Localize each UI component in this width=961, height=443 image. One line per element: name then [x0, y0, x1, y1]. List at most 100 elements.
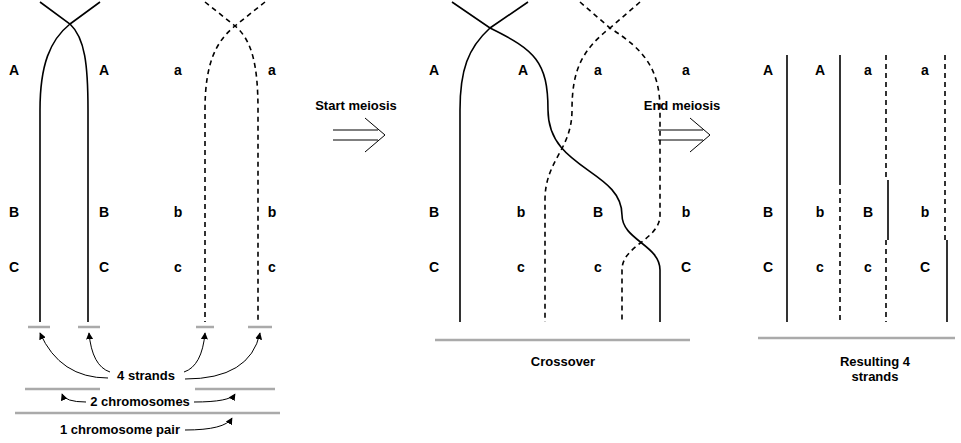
- allele-label: c: [816, 259, 824, 275]
- label-holder: c: [816, 259, 824, 275]
- label-holder: Start meiosis: [315, 99, 397, 114]
- allele-label: b: [921, 204, 930, 220]
- allele-label: B: [429, 204, 439, 220]
- label-holder: A: [99, 62, 109, 78]
- label-holder: b: [517, 204, 526, 220]
- pointer-arrows: [40, 333, 260, 430]
- label-holder: a: [268, 62, 276, 78]
- label-holder: a: [594, 62, 602, 78]
- label-holder: b: [816, 204, 825, 220]
- double-arrow-line: [658, 140, 703, 141]
- solid-strand: [452, 2, 660, 322]
- label-holder: C: [920, 259, 930, 275]
- label-holder: A: [518, 62, 528, 78]
- label-holder: A: [815, 62, 825, 78]
- solid-strand: [946, 240, 948, 322]
- pointer-arrow: [194, 394, 235, 402]
- dashed-strand: [839, 180, 841, 322]
- allele-label: B: [99, 204, 109, 220]
- chromosome-bar: [25, 388, 100, 391]
- label-holder: a: [682, 62, 690, 78]
- label-holder: a: [174, 62, 182, 78]
- allele-label: B: [593, 204, 603, 220]
- allele-label: C: [681, 259, 691, 275]
- allele-label: A: [815, 62, 825, 78]
- solid-strand: [786, 55, 788, 322]
- label-holder: 2 chromosomes: [90, 395, 190, 410]
- label-holder: C: [9, 259, 19, 275]
- allele-label: A: [429, 62, 439, 78]
- label-holder: B: [429, 204, 439, 220]
- allele-label: A: [99, 62, 109, 78]
- allele-label: A: [518, 62, 528, 78]
- label-holder: B: [9, 204, 19, 220]
- dashed-strand: [205, 2, 258, 322]
- label-holder: b: [682, 204, 691, 220]
- dashed-strand: [944, 55, 946, 240]
- crossover-bar: [435, 339, 690, 342]
- double-arrow-head: [365, 118, 385, 152]
- process-arrows: [333, 118, 710, 152]
- pointer-arrow: [185, 333, 260, 379]
- label-holder: c: [268, 259, 276, 275]
- allele-label: B: [863, 204, 873, 220]
- label-holder: A: [429, 62, 439, 78]
- double-arrow-line: [333, 140, 378, 141]
- label-holder: C: [99, 259, 109, 275]
- label-holder: c: [174, 259, 182, 275]
- bracket-bars: [15, 327, 955, 413]
- bracket-label: 1 chromosome pair: [60, 423, 180, 438]
- stage-label: Resulting 4 strands: [835, 355, 915, 385]
- allele-label: C: [9, 259, 19, 275]
- dashed-strand: [580, 2, 660, 322]
- bracket-label: 2 chromosomes: [90, 395, 190, 410]
- solid-strand: [839, 55, 841, 180]
- dashed-strand: [205, 2, 265, 322]
- solid-strand: [40, 2, 100, 322]
- first-pair-strands: [40, 2, 265, 322]
- strand-bar: [248, 326, 272, 329]
- label-holder: B: [593, 204, 603, 220]
- label-holder: b: [921, 204, 930, 220]
- label-holder: B: [763, 204, 773, 220]
- label-holder: End meiosis: [644, 99, 721, 114]
- step-label: Start meiosis: [315, 99, 397, 114]
- dashed-strand: [885, 240, 887, 322]
- label-holder: a: [921, 62, 929, 78]
- allele-label: c: [174, 259, 182, 275]
- allele-label: C: [429, 259, 439, 275]
- crossover-strands: [452, 2, 660, 322]
- label-holder: A: [763, 62, 773, 78]
- allele-label: B: [9, 204, 19, 220]
- result-bar: [758, 337, 955, 340]
- label-holder: C: [681, 259, 691, 275]
- label-holder: b: [268, 204, 277, 220]
- allele-label: c: [594, 259, 602, 275]
- bracket-label: 4 strands: [117, 369, 175, 384]
- solid-strand: [40, 2, 88, 322]
- label-holder: C: [763, 259, 773, 275]
- resulting-strands: [787, 55, 947, 322]
- allele-label: b: [816, 204, 825, 220]
- allele-label: a: [682, 62, 690, 78]
- solid-strand: [887, 180, 889, 240]
- pointer-arrow: [40, 333, 108, 378]
- allele-label: b: [517, 204, 526, 220]
- allele-label: C: [920, 259, 930, 275]
- allele-label: A: [763, 62, 773, 78]
- strand-bar: [78, 326, 100, 329]
- label-holder: Crossover: [531, 355, 595, 370]
- label-holder: B: [863, 204, 873, 220]
- allele-label: a: [268, 62, 276, 78]
- double-arrow-line: [333, 130, 378, 131]
- pointer-arrow: [185, 418, 232, 430]
- solid-strand: [460, 2, 528, 322]
- allele-label: B: [763, 204, 773, 220]
- label-holder: A: [9, 62, 19, 78]
- pair-bar: [15, 412, 280, 415]
- step-label: End meiosis: [644, 99, 721, 114]
- double-arrow-head: [690, 118, 710, 152]
- allele-label: b: [174, 204, 183, 220]
- allele-label: a: [174, 62, 182, 78]
